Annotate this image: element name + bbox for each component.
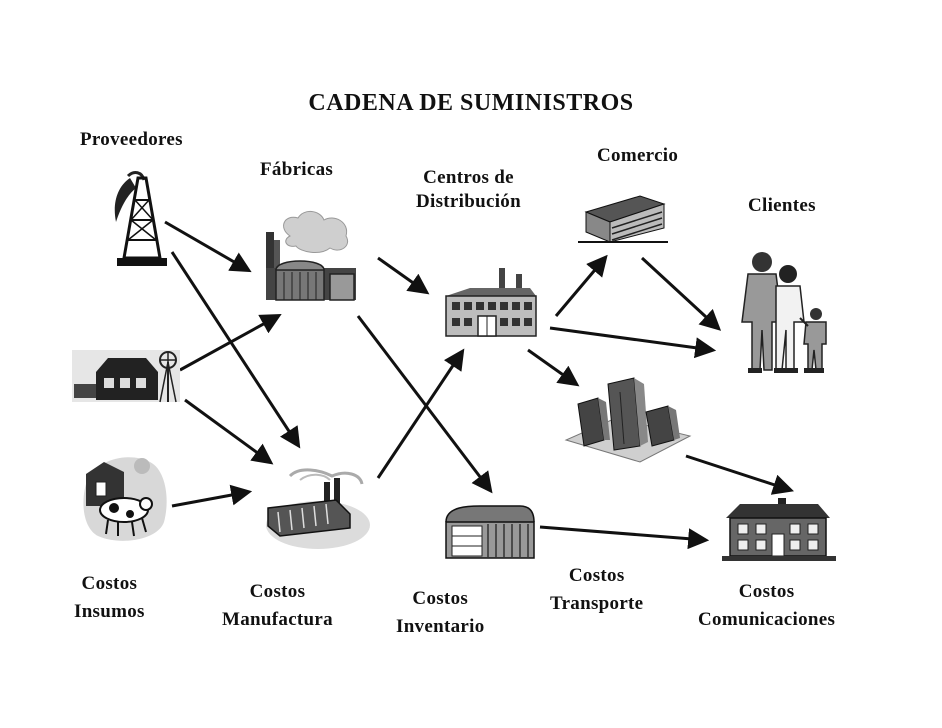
flow-arrows (164, 220, 794, 550)
label-centros-distribucion: Centros de Distribución (416, 166, 521, 214)
label-costos-insumos: Costos Insumos (74, 572, 145, 624)
farm-barn-icon (72, 350, 180, 403)
label-costos-manufactura-line1: Costos (249, 581, 306, 602)
label-costos-insumos-line1: Costos (81, 573, 138, 594)
arrow-warehouse-to-towers (527, 348, 580, 387)
label-costos-transporte-line2: Transporte (550, 593, 644, 614)
storage-shed-icon (445, 505, 535, 559)
label-costos-inventario-line2: Inventario (396, 616, 485, 637)
diagram-title: CADENA DE SUMINISTROS (308, 90, 634, 116)
label-centros-line1: Centros de (423, 167, 514, 188)
label-clientes: Clientes (748, 195, 816, 216)
arrow-barn-to-factory (184, 398, 274, 465)
label-costos-comunicaciones-line1: Costos (738, 581, 795, 602)
smokestack-factory-icon (266, 468, 370, 549)
arrow-barn-to-refinery (179, 313, 282, 372)
label-costos-comunicaciones: Costos Comunicaciones (698, 580, 835, 632)
warehouse-building-icon (445, 268, 537, 337)
label-proveedores: Proveedores (80, 129, 183, 150)
label-costos-inventario-line1: Costos (412, 588, 469, 609)
office-towers-icon (564, 377, 692, 463)
arrow-derrick-to-factory (170, 251, 301, 449)
label-costos-manufactura-line2: Manufactura (222, 609, 333, 630)
oil-derrick-icon (114, 171, 167, 266)
label-costos-insumos-line2: Insumos (74, 601, 145, 622)
arrow-factory-to-warehouse (376, 348, 465, 479)
arrow-office-to-customers (640, 256, 722, 331)
arrow-cow-to-factory (171, 484, 253, 508)
arrow-refinery-to-inventory (356, 315, 493, 494)
label-costos-transporte: Costos Transporte (550, 564, 643, 616)
arrow-warehouse-to-customers (549, 326, 717, 359)
house-icon (722, 498, 836, 561)
arrow-derrick-to-refinery (164, 220, 252, 273)
arrow-refinery-to-warehouse (377, 256, 430, 295)
label-fabricas: Fábricas (260, 159, 334, 180)
label-costos-manufactura: Costos Manufactura (222, 580, 333, 632)
label-costos-transporte-line1: Costos (568, 565, 625, 586)
arrow-inventory-to-house (539, 525, 710, 550)
family-icon (741, 252, 827, 373)
label-comercio: Comercio (597, 145, 679, 166)
office-building-icon (578, 195, 668, 243)
label-costos-inventario: Costos Inventario (396, 587, 485, 639)
label-costos-comunicaciones-line2: Comunicaciones (698, 609, 836, 630)
arrow-towers-to-house (685, 454, 794, 495)
refinery-factory-icon (266, 211, 356, 301)
label-centros-line2: Distribución (416, 191, 521, 212)
arrow-warehouse-to-office (554, 254, 608, 317)
cow-farm-icon (83, 457, 167, 541)
